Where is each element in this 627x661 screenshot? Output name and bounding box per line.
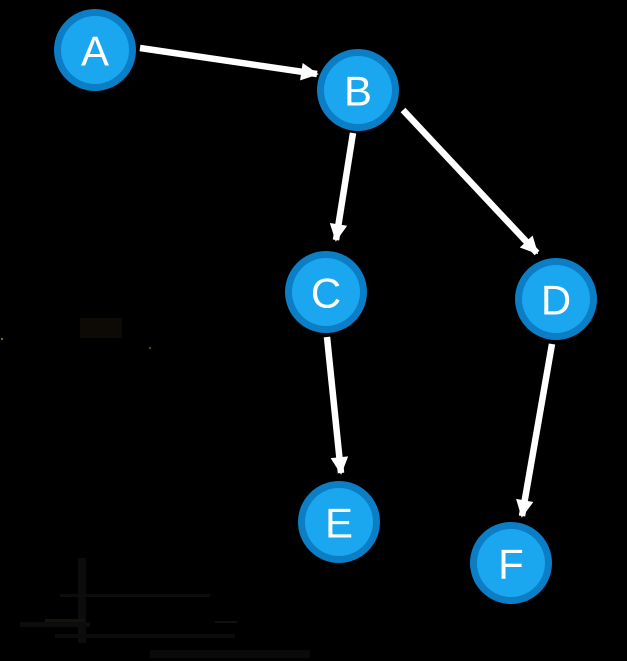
background-artifact xyxy=(78,558,86,643)
node-B[interactable]: B xyxy=(317,49,399,131)
node-F[interactable]: F xyxy=(470,522,552,604)
node-D-label: D xyxy=(541,277,571,324)
background-artifact xyxy=(215,621,237,623)
node-C[interactable]: C xyxy=(285,251,367,333)
node-A[interactable]: A xyxy=(54,9,136,91)
node-B-fill xyxy=(324,56,392,124)
edge-D-F[interactable] xyxy=(516,343,556,518)
background-artifact xyxy=(20,622,90,627)
background-artifact xyxy=(45,619,85,622)
background-artifact xyxy=(60,594,210,597)
node-D-fill xyxy=(522,265,590,333)
node-C-label: C xyxy=(311,270,341,317)
node-D[interactable]: D xyxy=(515,258,597,340)
node-B-label: B xyxy=(344,68,372,115)
edge-C-E[interactable] xyxy=(323,336,349,475)
node-A-label: A xyxy=(81,28,109,75)
background-artifact xyxy=(149,347,151,349)
node-E-label: E xyxy=(325,500,353,547)
edge-A-B[interactable] xyxy=(139,44,319,81)
node-A-fill xyxy=(61,16,129,84)
node-F-label: F xyxy=(498,541,524,588)
node-C-fill xyxy=(292,258,360,326)
background-artifact xyxy=(80,318,122,338)
background-artifact xyxy=(55,634,235,638)
background-artifact xyxy=(1,338,3,340)
edge-B-C[interactable] xyxy=(329,132,357,242)
node-F-fill xyxy=(477,529,545,597)
node-E-fill xyxy=(305,488,373,556)
node-E[interactable]: E xyxy=(298,481,380,563)
edge-B-D[interactable] xyxy=(400,107,540,256)
background-artifact xyxy=(150,650,310,658)
